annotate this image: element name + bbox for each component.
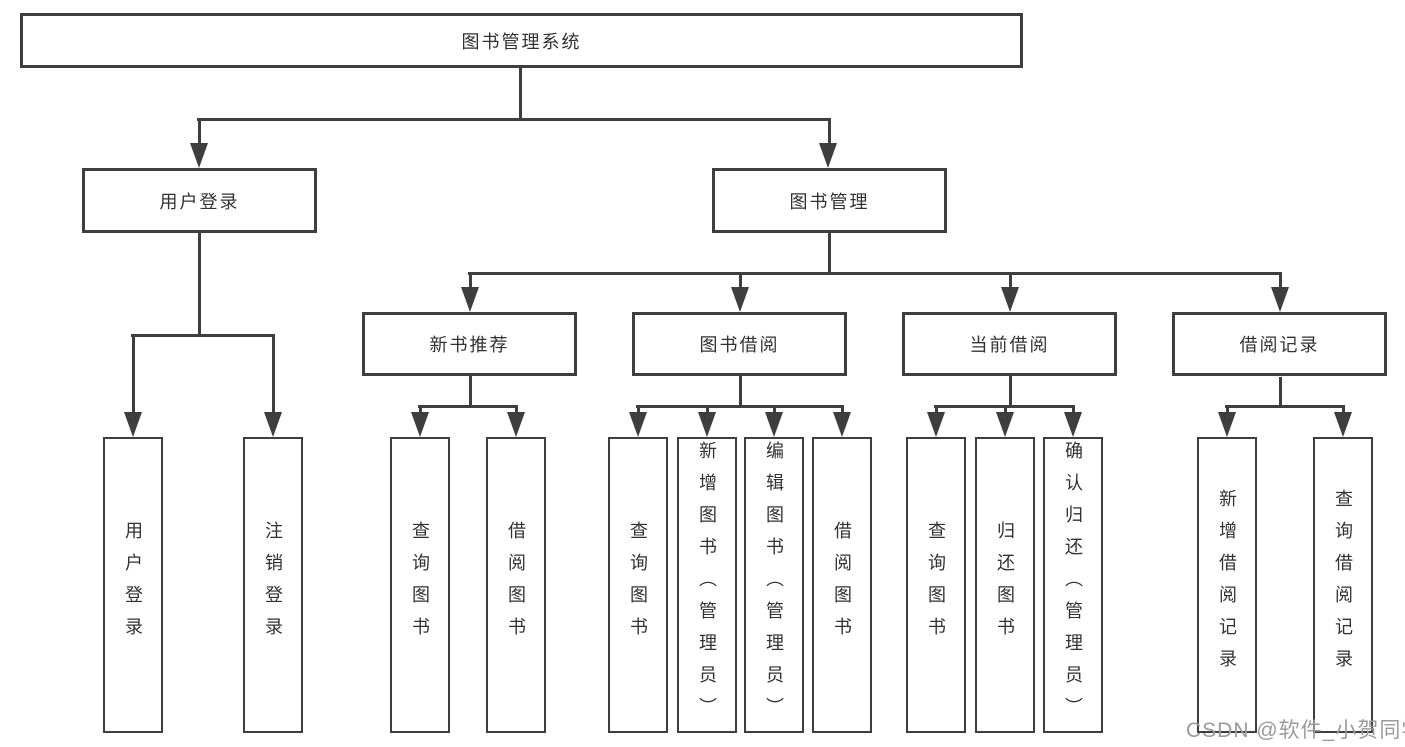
watermark: CSDN @软件_小贺同学	[1186, 719, 1405, 742]
connector-line	[706, 405, 709, 413]
leaf-add-book-admin: 新增图书（管理员）	[677, 437, 737, 733]
connector-line	[197, 118, 831, 121]
leaf-query-books-current: 查询图书	[906, 437, 966, 733]
connector-line	[519, 67, 522, 119]
connector-line	[468, 272, 1281, 275]
arrowhead-icon	[698, 412, 716, 437]
arrowhead-icon	[461, 287, 479, 312]
leaf-label: 查询图书	[628, 521, 648, 649]
leaf-borrow-books-recommend: 借阅图书	[486, 437, 546, 733]
arrowhead-icon	[1064, 412, 1082, 437]
connector-line	[637, 405, 640, 413]
node-root-label: 图书管理系统	[461, 31, 582, 52]
connector-line	[272, 334, 275, 412]
arrowhead-icon	[996, 412, 1014, 437]
arrowhead-icon	[1001, 287, 1019, 312]
leaf-label: 借阅图书	[506, 521, 526, 649]
leaf-label: 查询图书	[410, 521, 430, 649]
arrowhead-icon	[124, 412, 142, 437]
arrowhead-icon	[1218, 412, 1236, 437]
connector-line	[1072, 405, 1075, 413]
node-user-login: 用户登录	[82, 168, 317, 233]
connector-line	[935, 405, 938, 413]
connector-line	[132, 334, 135, 412]
arrowhead-icon	[1334, 412, 1352, 437]
leaf-add-borrow-record: 新增借阅记录	[1197, 437, 1257, 733]
leaf-return-books: 归还图书	[975, 437, 1035, 733]
connector-line	[1225, 405, 1345, 408]
arrowhead-icon	[1271, 287, 1289, 312]
node-new-book-recommend: 新书推荐	[362, 312, 577, 376]
leaf-label: 借阅图书	[832, 521, 852, 649]
node-book-borrow: 图书借阅	[632, 312, 847, 376]
arrowhead-icon	[629, 412, 647, 437]
leaf-query-borrow-record: 查询借阅记录	[1313, 437, 1373, 733]
node-book-management-label: 图书管理	[789, 191, 870, 212]
leaf-label: 查询图书	[926, 521, 946, 649]
connector-line	[515, 405, 518, 413]
connector-line	[841, 405, 844, 413]
leaf-label: 归还图书	[995, 521, 1015, 649]
leaf-query-books-recommend: 查询图书	[390, 437, 450, 733]
leaf-user-login: 用户登录	[103, 437, 163, 733]
connector-line	[636, 405, 844, 408]
connector-line	[1004, 405, 1007, 413]
connector-line	[1009, 376, 1012, 408]
node-book-management: 图书管理	[712, 168, 947, 233]
arrowhead-icon	[411, 412, 429, 437]
connector-line	[828, 233, 831, 275]
leaf-query-books-borrow: 查询图书	[608, 437, 668, 733]
connector-line	[469, 272, 472, 287]
node-current-borrow-label: 当前借阅	[969, 335, 1050, 355]
connector-line	[773, 405, 776, 413]
leaf-label: 用户登录	[123, 521, 143, 649]
leaf-logout: 注销登录	[243, 437, 303, 733]
node-borrow-records: 借阅记录	[1172, 312, 1387, 376]
connector-line	[198, 118, 201, 144]
connector-line	[739, 376, 742, 408]
node-book-borrow-label: 图书借阅	[699, 335, 780, 355]
arrowhead-icon	[507, 412, 525, 437]
connector-line	[131, 334, 275, 337]
arrowhead-icon	[927, 412, 945, 437]
connector-line	[1226, 405, 1229, 413]
connector-line	[418, 405, 518, 408]
connector-line	[1279, 272, 1282, 287]
node-user-login-label: 用户登录	[159, 191, 240, 212]
arrowhead-icon	[190, 143, 208, 168]
leaf-confirm-return-admin: 确认归还（管理员）	[1043, 437, 1103, 733]
connector-line	[828, 118, 831, 144]
node-root: 图书管理系统	[20, 13, 1023, 68]
connector-line	[1342, 405, 1345, 413]
node-borrow-records-label: 借阅记录	[1239, 335, 1320, 355]
node-current-borrow: 当前借阅	[902, 312, 1117, 376]
arrowhead-icon	[833, 412, 851, 437]
connector-line	[419, 405, 422, 413]
leaf-label: 编辑图书（管理员）	[764, 441, 784, 729]
connector-line	[739, 272, 742, 287]
leaf-edit-book-admin: 编辑图书（管理员）	[744, 437, 804, 733]
leaf-borrow-books: 借阅图书	[812, 437, 872, 733]
leaf-label: 新增借阅记录	[1217, 489, 1237, 681]
connector-line	[1279, 377, 1282, 408]
arrowhead-icon	[731, 287, 749, 312]
connector-line	[198, 233, 201, 336]
leaf-label: 新增图书（管理员）	[697, 441, 717, 729]
leaf-label: 注销登录	[263, 521, 283, 649]
connector-line	[1009, 272, 1012, 287]
arrowhead-icon	[264, 412, 282, 437]
connector-line	[469, 376, 472, 408]
arrowhead-icon	[819, 143, 837, 168]
arrowhead-icon	[765, 412, 783, 437]
leaf-label: 查询借阅记录	[1333, 489, 1353, 681]
node-new-book-recommend-label: 新书推荐	[429, 335, 510, 355]
leaf-label: 确认归还（管理员）	[1063, 441, 1083, 729]
